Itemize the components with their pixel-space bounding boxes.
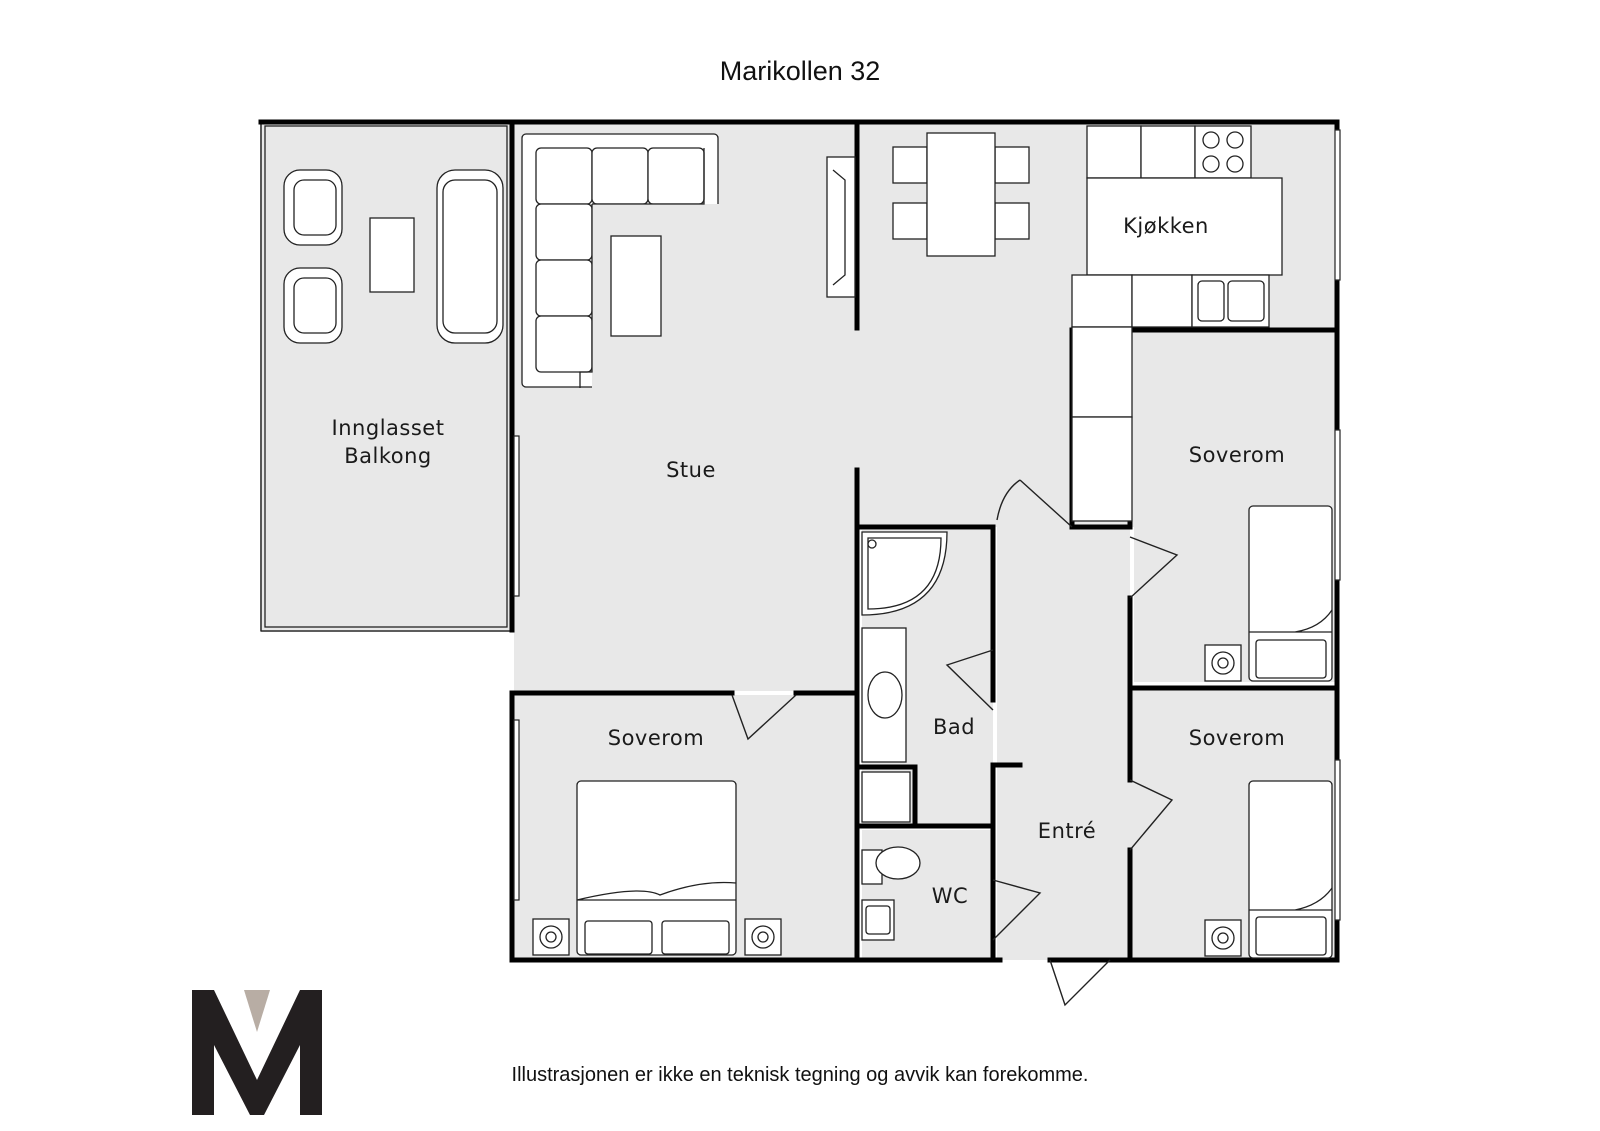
stue-furniture xyxy=(521,133,856,390)
door-wc xyxy=(992,879,1042,941)
mv-monogram-logo xyxy=(192,990,322,1115)
door-east-lower-bedroom xyxy=(1129,779,1174,851)
room-label-soverom-east-lower: Soverom xyxy=(1189,726,1286,750)
beds xyxy=(532,505,1333,959)
doors xyxy=(731,479,1179,1007)
door-east-upper-bedroom xyxy=(1129,536,1179,599)
door-front xyxy=(1049,959,1111,1007)
dining-set xyxy=(892,132,1030,257)
room-label-kjokken: Kjøkken xyxy=(1123,214,1209,238)
door-stue-west-bedroom xyxy=(731,694,797,741)
room-label-stue: Stue xyxy=(666,458,716,482)
door-kitchen-entre xyxy=(996,479,1073,528)
door-bad xyxy=(945,649,994,711)
room-label-wc: WC xyxy=(932,884,968,908)
entre-floor xyxy=(997,527,1130,960)
walls xyxy=(258,119,1340,963)
windows xyxy=(513,129,1341,921)
plan-title: Marikollen 32 xyxy=(719,56,881,86)
room-label-balkong-line1: Innglasset xyxy=(332,416,445,440)
balcony-furniture xyxy=(283,169,504,344)
room-label-bad: Bad xyxy=(933,715,975,739)
kitchen-fixtures xyxy=(1071,125,1283,522)
room-label-entre: Entré xyxy=(1038,819,1096,843)
room-label-soverom-west: Soverom xyxy=(608,726,705,750)
room-label-soverom-east-upper: Soverom xyxy=(1189,443,1286,467)
disclaimer-text: Illustrasjonen er ikke en teknisk tegnin… xyxy=(511,1064,1089,1086)
bath-fixtures xyxy=(861,531,948,941)
room-label-balkong-line2: Balkong xyxy=(344,444,432,468)
